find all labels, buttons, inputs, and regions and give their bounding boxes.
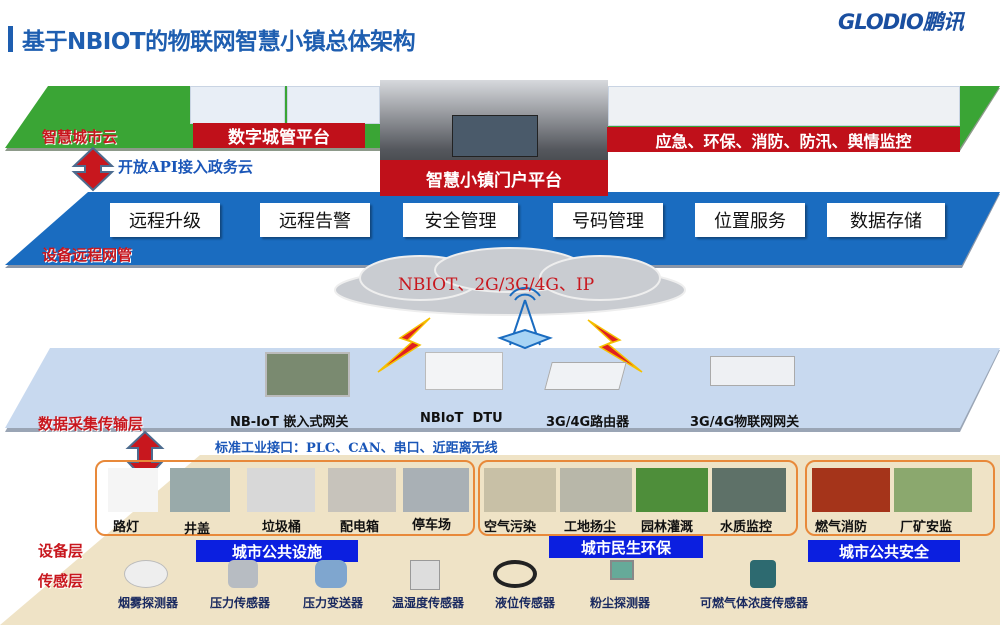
device-label: 3G/4G路由器 [546, 415, 630, 430]
interface-label: 标准工业接口：PLC、CAN、串口、近距离无线 [215, 441, 498, 456]
dust-detector-icon [610, 560, 634, 580]
group-public-facilities [95, 460, 475, 536]
title-accent-bar [8, 26, 13, 52]
category-environment: 城市民生环保 [549, 536, 703, 558]
manhole-image [170, 468, 230, 512]
pressure-transmitter-icon [315, 560, 347, 588]
network-cloud-text: NBIOT、2G/3G/4G、IP [398, 275, 595, 295]
smoke-detector-icon [124, 560, 168, 588]
group-environment [478, 460, 798, 536]
group-public-safety [805, 460, 995, 536]
item-label: 井盖 [184, 522, 211, 537]
device-label: NBIoT DTU [420, 411, 503, 426]
item-label: 水质监控 [720, 520, 773, 535]
water-quality-image [712, 468, 786, 512]
parking-image [403, 468, 469, 512]
transport-layer-label: 数据采集传输层 [38, 415, 144, 433]
nbiot-gateway-image [265, 352, 350, 397]
sensor-label: 压力变送器 [303, 596, 364, 610]
irrigation-image [636, 468, 708, 512]
monitor-screenshots [608, 86, 960, 126]
router-image [544, 362, 627, 390]
sensor-label: 液位传感器 [495, 596, 556, 610]
sensor-label: 压力传感器 [210, 596, 271, 610]
construction-dust-image [560, 468, 632, 512]
category-public-facilities: 城市公共设施 [196, 540, 358, 562]
power-box-image [328, 468, 396, 512]
map-screenshot [287, 86, 380, 124]
api-access-label: 开放API接入政务云 [118, 158, 253, 176]
service-remote-upgrade: 远程升级 [110, 203, 220, 237]
lightning-left-icon [377, 317, 431, 373]
combustible-gas-sensor-icon [750, 560, 776, 588]
item-label: 停车场 [412, 518, 452, 533]
item-label: 空气污染 [484, 520, 537, 535]
category-public-safety: 城市公共安全 [808, 540, 960, 562]
company-logo: GLODIO鹏讯 [838, 10, 964, 34]
item-label: 垃圾桶 [262, 520, 302, 535]
sensor-label: 温湿度传感器 [392, 596, 465, 610]
service-data-storage: 数据存储 [827, 203, 945, 237]
monitoring-platform: 应急、环保、消防、防汛、舆情监控 [607, 127, 960, 152]
pressure-sensor-icon [228, 560, 258, 588]
item-label: 路灯 [113, 520, 140, 535]
iot-gateway-image [710, 356, 795, 386]
trash-bin-image [247, 468, 315, 512]
air-pollution-image [484, 468, 556, 512]
service-security: 安全管理 [403, 203, 518, 237]
street-light-image [108, 468, 158, 512]
cloud-layer-label: 智慧城市云 [42, 128, 118, 146]
device-label: 3G/4G物联网网关 [690, 415, 800, 430]
page-title: 基于NBIOT的物联网智慧小镇总体架构 [22, 29, 416, 55]
item-label: 燃气消防 [815, 520, 868, 535]
item-label: 工地扬尘 [564, 520, 617, 535]
device-label: NB-IoT 嵌入式网关 [230, 415, 349, 430]
management-layer-label: 设备远程网管 [42, 246, 133, 264]
mine-safety-image [894, 468, 972, 512]
fire-image [812, 468, 890, 512]
sensor-label: 粉尘探测器 [590, 596, 651, 610]
sensor-layer-label: 传感层 [38, 572, 84, 590]
cell-tower-icon [497, 287, 553, 350]
sensor-label: 烟雾探测器 [118, 596, 179, 610]
service-number-management: 号码管理 [553, 203, 663, 237]
item-label: 园林灌溉 [641, 520, 694, 535]
double-arrow-top-icon [71, 146, 115, 192]
service-remote-alarm: 远程告警 [260, 203, 370, 237]
level-sensor-icon [493, 560, 537, 588]
digital-city-platform: 数字城管平台 [193, 123, 365, 148]
network-cloud [334, 247, 686, 316]
device-layer-label: 设备层 [38, 542, 84, 560]
dtu-image [425, 352, 503, 390]
town-portal-platform: 智慧小镇门户平台 [380, 160, 608, 196]
item-label: 厂矿安监 [900, 520, 953, 535]
temperature-humidity-sensor-icon [410, 560, 440, 590]
lightning-right-icon [587, 319, 643, 373]
sensor-label: 可燃气体浓度传感器 [700, 596, 809, 610]
service-location: 位置服务 [695, 203, 805, 237]
dashboard-screenshot [190, 86, 285, 124]
item-label: 配电箱 [340, 520, 380, 535]
